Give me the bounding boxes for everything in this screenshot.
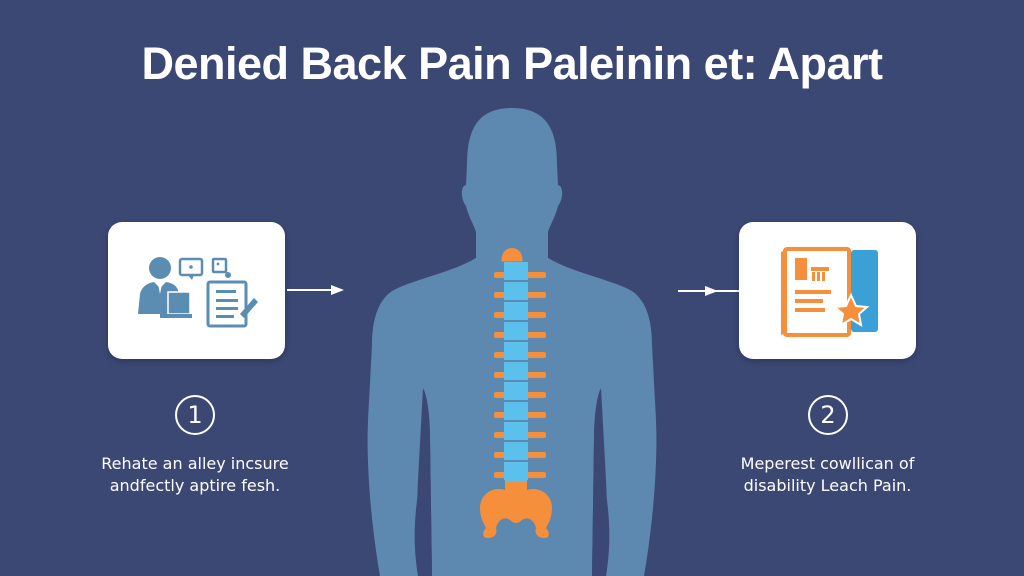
step-1-card xyxy=(108,222,285,359)
spine-top-cap xyxy=(501,248,523,262)
step-1-line-1: Rehate an alley incsure xyxy=(101,454,289,473)
person-laptop-document-icon xyxy=(138,257,258,328)
step-1-line-2: andfectly aptire fesh. xyxy=(109,476,281,495)
step-2-card xyxy=(739,222,916,359)
spine-vertebrae xyxy=(494,262,546,482)
step-1-description: Rehate an alley incsure andfectly aptire… xyxy=(80,453,310,497)
arrow-to-center xyxy=(287,285,344,295)
pelvis-bone xyxy=(480,482,552,538)
step-1-number: 1 xyxy=(175,395,215,435)
document-star-icon xyxy=(781,247,878,337)
step-2-line-2: disability Leach Pain. xyxy=(743,476,912,495)
arrow-to-right-card xyxy=(678,286,739,296)
page-title: Denied Back Pain Paleinin et: Apart xyxy=(141,38,883,89)
step-2-number: 2 xyxy=(808,395,848,435)
step-2-description: Meperest cowllican of disability Leach P… xyxy=(715,453,940,497)
step-2-line-1: Meperest cowllican of xyxy=(740,454,915,473)
